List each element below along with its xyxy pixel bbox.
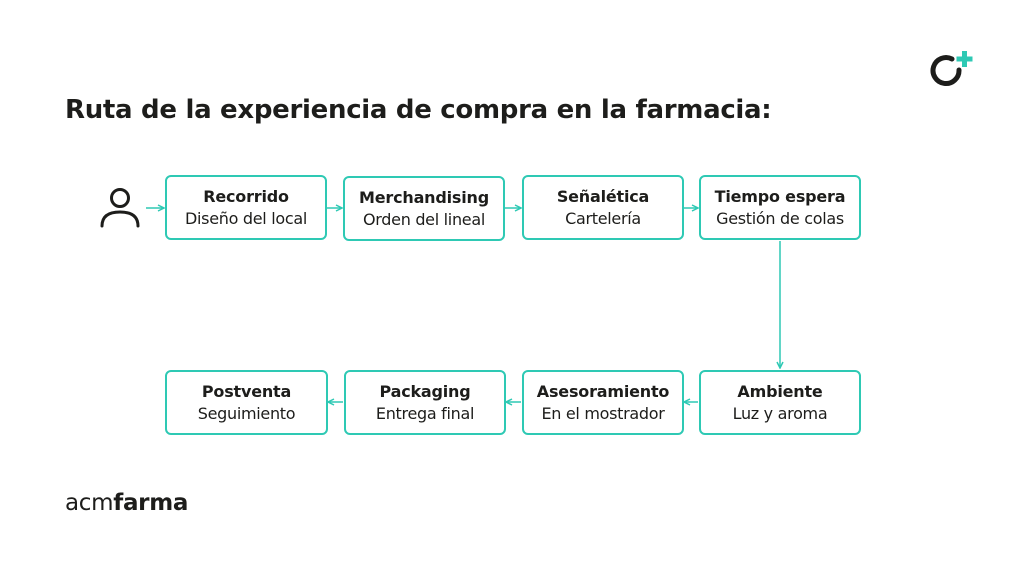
step-asesoramiento: Asesoramiento En el mostrador [522,370,684,435]
acm-plus-logo-icon [930,51,973,87]
step-subtitle: Orden del lineal [363,209,485,229]
step-subtitle: Entrega final [375,403,475,423]
step-postventa: Postventa Seguimiento [165,370,328,435]
step-title: Merchandising [359,187,489,207]
step-subtitle: Luz y aroma [732,403,828,423]
step-subtitle: Gestión de colas [716,208,844,228]
step-title: Ambiente [737,381,823,401]
step-subtitle: En el mostrador [541,403,665,423]
step-title: Postventa [201,381,292,401]
step-subtitle: Diseño del local [185,208,307,228]
brand-suffix: farma [113,490,189,516]
page-title: Ruta de la experiencia de compra en la f… [65,95,772,125]
step-merchandising: Merchandising Orden del lineal [343,176,505,241]
step-title: Tiempo espera [714,186,846,206]
step-packaging: Packaging Entrega final [344,370,506,435]
step-subtitle: Seguimiento [197,403,296,423]
step-recorrido: Recorrido Diseño del local [165,175,327,240]
step-title: Packaging [379,381,471,401]
step-title: Asesoramiento [536,381,670,401]
brand-logo: acmfarma [65,490,188,516]
user-icon [100,188,140,228]
brand-prefix: acm [65,490,114,516]
step-title: Señalética [556,186,650,206]
step-senaletica: Señalética Cartelería [522,175,684,240]
step-subtitle: Cartelería [565,208,641,228]
step-ambiente: Ambiente Luz y aroma [699,370,861,435]
step-title: Recorrido [203,186,289,206]
step-tiempo-espera: Tiempo espera Gestión de colas [699,175,861,240]
